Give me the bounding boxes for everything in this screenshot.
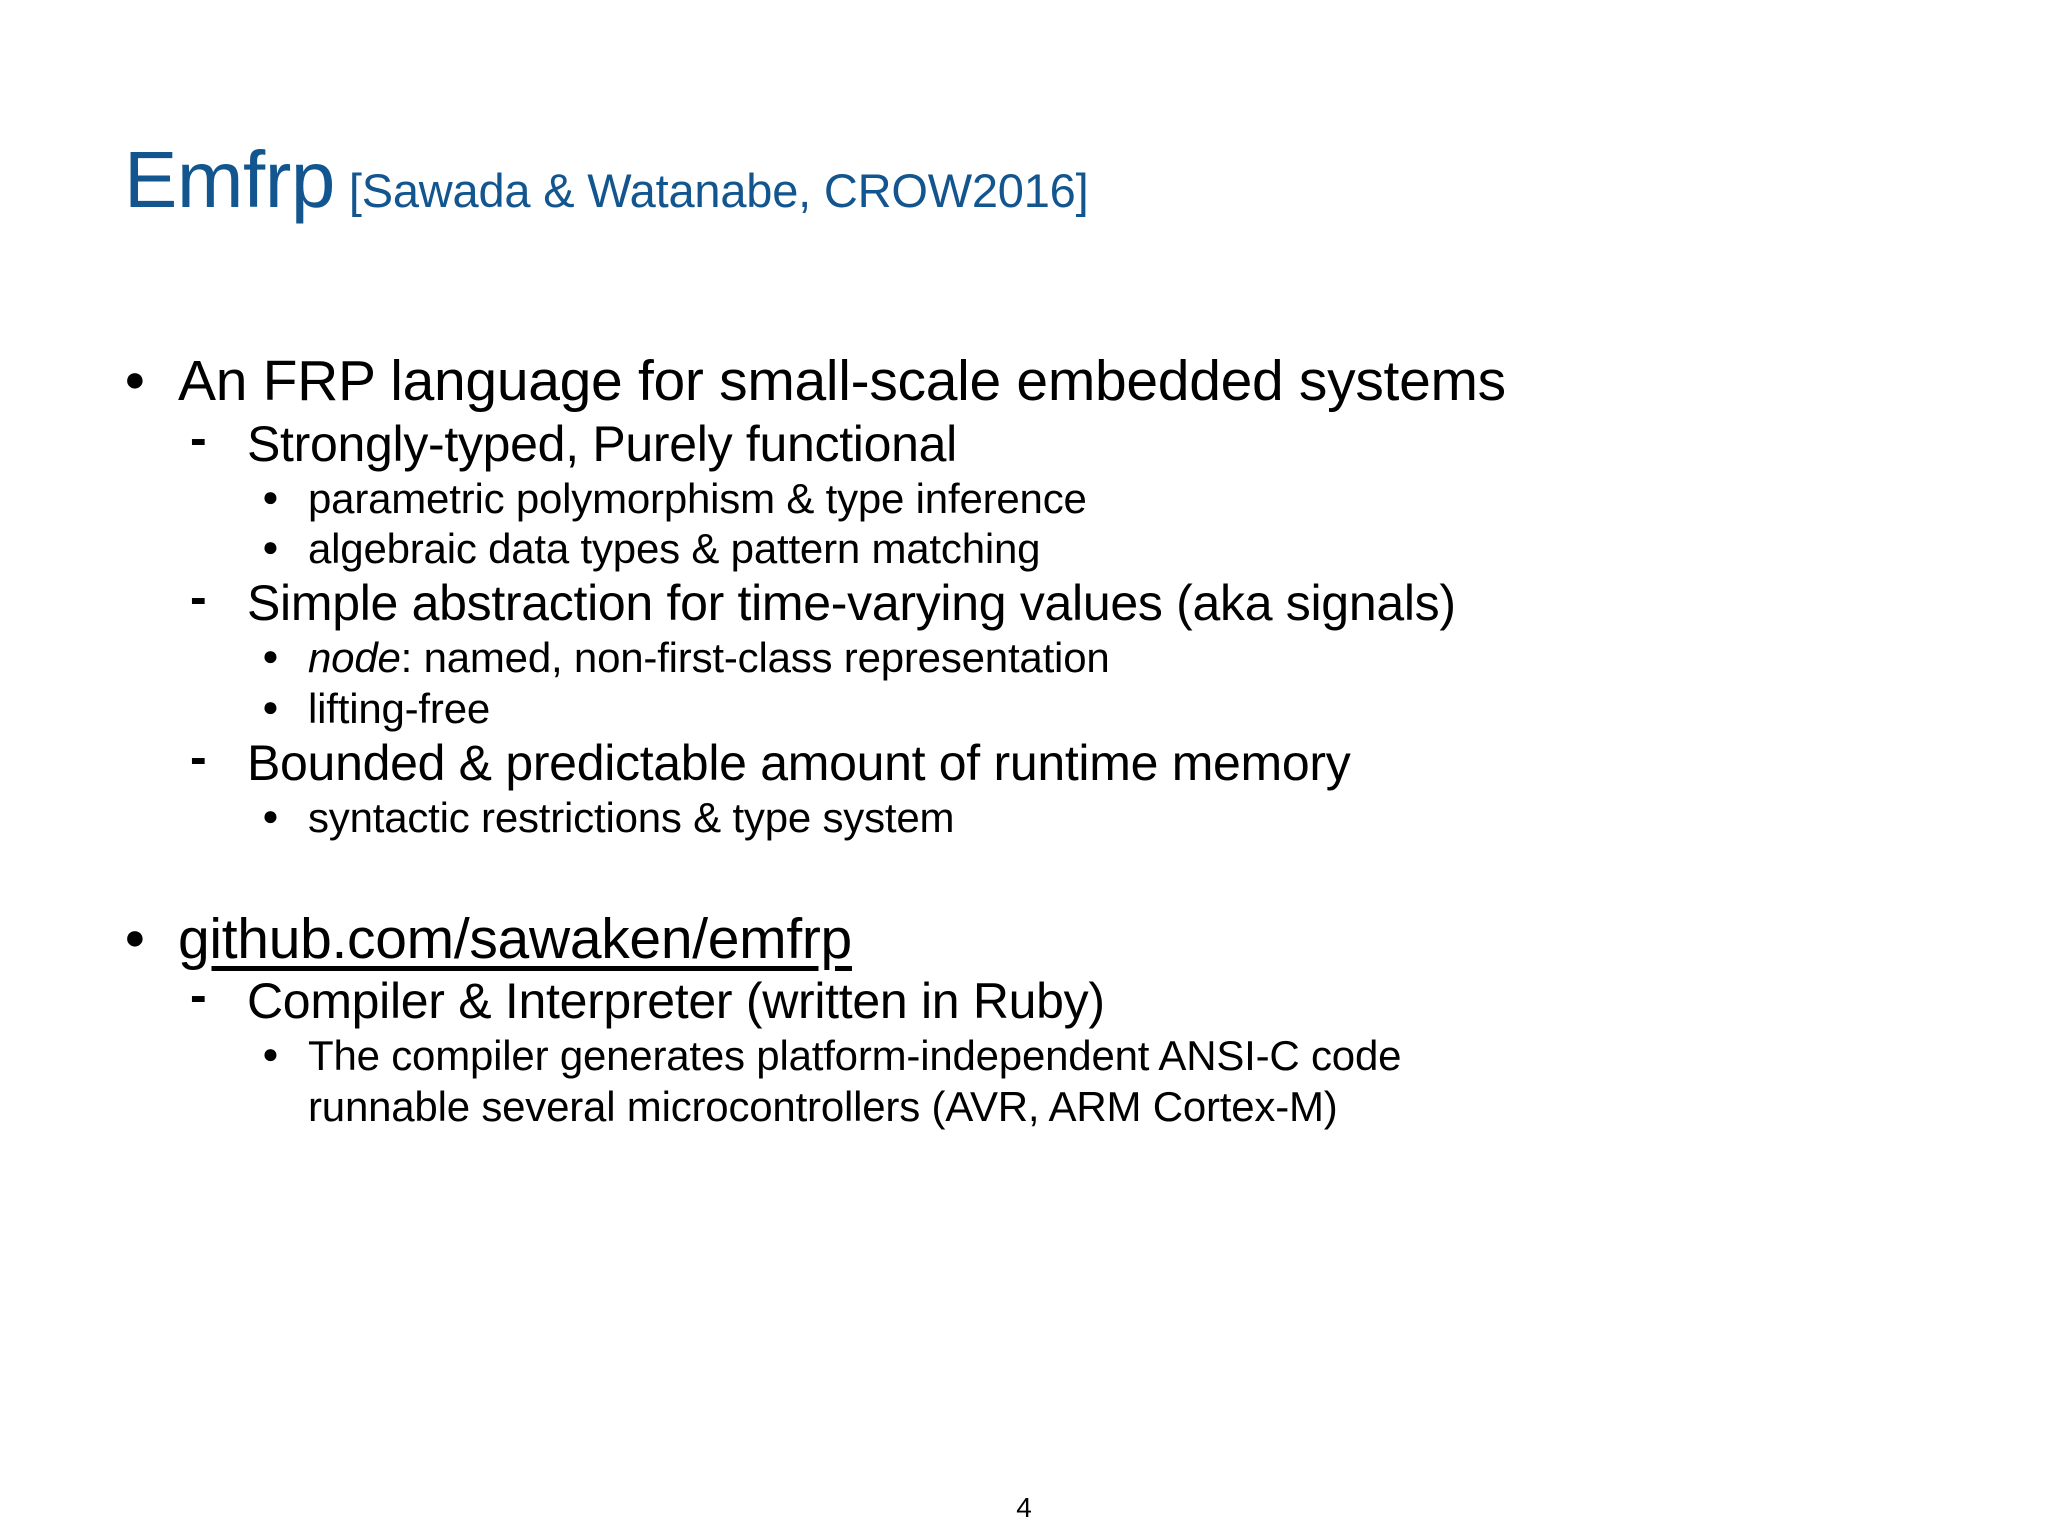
bullet-dash-icon: - [190,569,207,626]
title-citation-text: [Sawada & Watanabe, CROW2016] [348,164,1089,217]
bullet-level1-frp-language: ● An FRP language for small-scale embedd… [0,348,2048,415]
bullet-text: algebraic data types & pattern matching [308,525,1041,573]
bullet-disc-icon: ● [262,800,279,832]
bullet-level3-algebraic-data-types: ● algebraic data types & pattern matchin… [0,524,2048,574]
bullet-text: Simple abstraction for time-varying valu… [247,575,1456,632]
bullet-disc-icon: ● [262,480,279,512]
bullet-level2-simple-abstraction: - Simple abstraction for time-varying va… [0,569,2048,633]
bullet-text: lifting-free [308,684,491,732]
keyword-node: node [308,634,401,682]
bullet-text: Compiler & Interpreter (written in Ruby) [247,973,1105,1030]
bullet-disc-icon: ● [124,358,146,399]
bullet-level1-github-link[interactable]: ● github.com/sawaken/emfrp [0,906,2048,973]
bullet-text: Strongly-typed, Purely functional [247,415,957,472]
bullet-text: node: named, non-first-class representat… [308,633,1110,683]
bullet-level2-bounded-predictable: - Bounded & predictable amount of runtim… [0,729,2048,793]
section-spacer [0,844,2048,906]
title-main-text: Emfrp [124,135,335,224]
bullet-disc-icon: ● [262,1038,279,1070]
bullet-level3-compiler-output-line2: runnable several microcontrollers (AVR, … [308,1082,1338,1130]
bullet-level3-node-representation: ● node: named, non-first-class represent… [0,633,2048,683]
bullet-level2-strongly-typed: - Strongly-typed, Purely functional [0,410,2048,474]
bullet-disc-icon: ● [262,640,279,672]
bullet-text: Bounded & predictable amount of runtime … [247,735,1351,792]
slide-body: ● An FRP language for small-scale embedd… [0,348,2048,1132]
github-url-link[interactable]: github.com/sawaken/emfrp [178,906,852,971]
bullet-text: syntactic restrictions & type system [308,794,955,842]
bullet-level3-lifting-free: ● lifting-free [0,684,2048,734]
bullet-text: The compiler generates platform-independ… [308,1032,1402,1080]
bullet-dash-icon: - [190,729,207,786]
page-number: 4 [1016,1492,1032,1523]
bullet-level3-parametric-polymorphism: ● parametric polymorphism & type inferen… [0,474,2048,524]
bullet-disc-icon: ● [262,690,279,722]
bullet-dash-icon: - [190,967,207,1024]
bullet-disc-icon: ● [262,531,279,563]
bullet-dash-icon: - [190,409,207,466]
bullet-text: parametric polymorphism & type inference [308,474,1087,522]
bullet-level2-compiler-interpreter: - Compiler & Interpreter (written in Rub… [0,967,2048,1031]
bullet-disc-icon: ● [124,915,146,957]
bullet-level3-compiler-output: ● The compiler generates platform-indepe… [0,1031,2048,1081]
bullet-text-rest: : named, non-first-class representation [400,634,1110,682]
bullet-text: An FRP language for small-scale embedded… [178,349,1506,413]
bullet-level3-syntactic-restrictions: ● syntactic restrictions & type system [0,793,2048,843]
slide-title: Emfrp[Sawada & Watanabe, CROW2016] [124,140,1089,220]
